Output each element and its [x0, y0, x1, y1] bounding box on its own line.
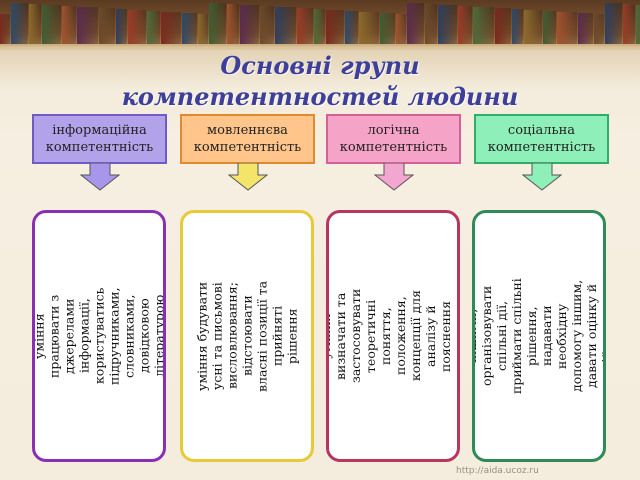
book-spine	[128, 10, 146, 44]
panel-speech-text: уміння будувати усні та письмові висловл…	[194, 280, 300, 392]
book-spine	[42, 5, 61, 44]
group-box-social: соціальна компетентність	[474, 114, 609, 164]
group-box-information: інформаційна компетентність	[32, 114, 167, 164]
book-spine	[314, 9, 325, 44]
book-spine	[605, 3, 622, 44]
watermark-url: http://aida.ucoz.ru	[456, 466, 539, 476]
book-spine	[380, 13, 395, 44]
book-spine	[458, 6, 472, 44]
book-spine	[198, 14, 208, 44]
book-spine	[512, 9, 523, 44]
book-spine	[396, 14, 406, 44]
book-spine	[425, 4, 437, 44]
book-spine	[345, 11, 358, 44]
book-spine	[99, 8, 115, 44]
panel-speech: уміння будувати усні та письмові висловл…	[180, 210, 314, 462]
book-spine	[297, 8, 313, 44]
down-arrow-icon	[80, 163, 120, 191]
book-spine	[495, 8, 511, 44]
down-arrow-icon	[374, 163, 414, 191]
book-spine	[543, 11, 556, 44]
book-spine	[62, 6, 76, 44]
book-spine	[116, 9, 127, 44]
page-title: Основні групи компетентностей людини	[0, 50, 640, 112]
panel-information: уміння працювати з джерелами інформації,…	[32, 210, 166, 462]
panel-logical: уміння визначати та застосовувати теорет…	[326, 210, 460, 462]
book-spine	[11, 3, 28, 44]
book-spine	[438, 5, 457, 44]
book-spine	[623, 4, 635, 44]
book-spine	[0, 14, 10, 44]
bookshelf-background	[0, 0, 640, 48]
book-spine	[209, 3, 226, 44]
book-spine	[473, 7, 494, 44]
panel-logical-text: уміння визначати та застосовувати теорет…	[326, 288, 460, 384]
book-spine	[359, 12, 379, 44]
book-spine	[240, 5, 259, 44]
book-spine	[407, 3, 424, 44]
book-spine	[636, 5, 640, 44]
book-spine	[77, 7, 98, 44]
book-spine	[227, 4, 239, 44]
book-spine	[29, 4, 41, 44]
book-spine	[594, 14, 604, 44]
book-spine	[326, 10, 344, 44]
title-line-1: Основні групи	[220, 51, 420, 80]
book-spine	[578, 13, 593, 44]
book-spine	[161, 12, 181, 44]
book-spine	[557, 12, 577, 44]
book-spine	[182, 13, 197, 44]
panel-social-text: уміння співпрацювати з іншими, організов…	[472, 278, 606, 394]
book-spine	[275, 7, 296, 44]
title-line-2: компетентностей людини	[121, 82, 519, 111]
book-spine	[260, 6, 274, 44]
book-spine	[524, 10, 542, 44]
group-box-logical: логічна компетентність	[326, 114, 461, 164]
shelf-edge	[0, 44, 640, 50]
book-spine	[147, 11, 160, 44]
group-box-speech: мовленнєва компетентність	[180, 114, 315, 164]
shelf-shadow	[0, 48, 640, 88]
panel-social: уміння співпрацювати з іншими, організов…	[472, 210, 606, 462]
down-arrow-icon	[228, 163, 268, 191]
down-arrow-icon	[522, 163, 562, 191]
panel-information-text: уміння працювати з джерелами інформації,…	[32, 287, 166, 385]
